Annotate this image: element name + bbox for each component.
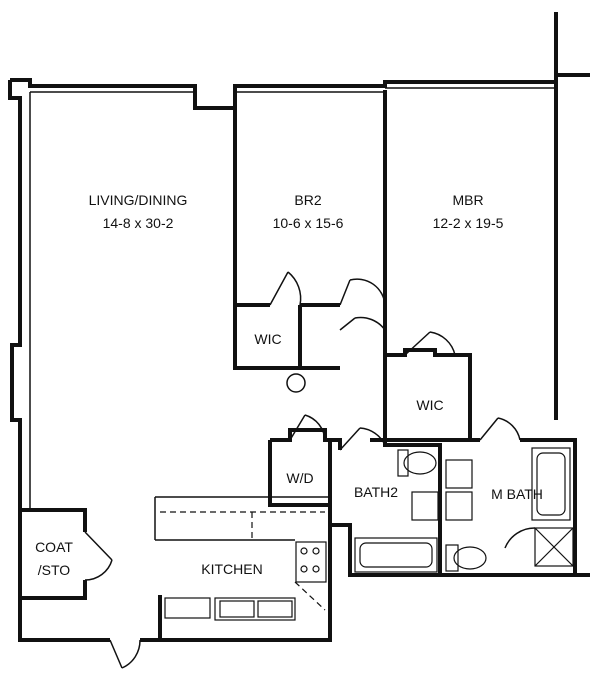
- kitchen-walls: [154, 496, 332, 642]
- room-dims-mbr: 12-2 x 19-5: [433, 215, 504, 231]
- room-label-coat: COAT: [35, 539, 73, 555]
- exterior-wall-right: [554, 12, 590, 77]
- room-label-wic-br2: WIC: [254, 331, 281, 347]
- room-dims-living: 14-8 x 30-2: [103, 215, 174, 231]
- room-label-mbath: M BATH: [491, 486, 543, 502]
- room-label-br2: BR2: [294, 192, 321, 208]
- wd-walls: [268, 414, 332, 507]
- room-label-living: LIVING/DINING: [89, 192, 188, 208]
- room-label-wic-mbr: WIC: [416, 397, 443, 413]
- room-label-wd: W/D: [286, 470, 313, 486]
- room-label-bath2: BATH2: [354, 484, 398, 500]
- room-label-mbr: MBR: [452, 192, 483, 208]
- mbr-walls: [339, 316, 387, 355]
- bath2-walls: [328, 427, 442, 577]
- wic-mbr-walls: [383, 331, 472, 442]
- coat-closet-walls: [22, 508, 113, 600]
- wic-br2-walls: [233, 305, 340, 370]
- mbath-walls: [438, 417, 577, 577]
- top-wall: [10, 78, 556, 110]
- room-label-sto: /STO: [38, 562, 71, 578]
- left-wall: [8, 80, 90, 642]
- door-br2: [269, 271, 386, 306]
- room-dims-br2: 10-6 x 15-6: [273, 215, 344, 231]
- room-label-kitchen: KITCHEN: [201, 561, 262, 577]
- column-circle: [286, 373, 306, 393]
- entry-door: [90, 638, 160, 669]
